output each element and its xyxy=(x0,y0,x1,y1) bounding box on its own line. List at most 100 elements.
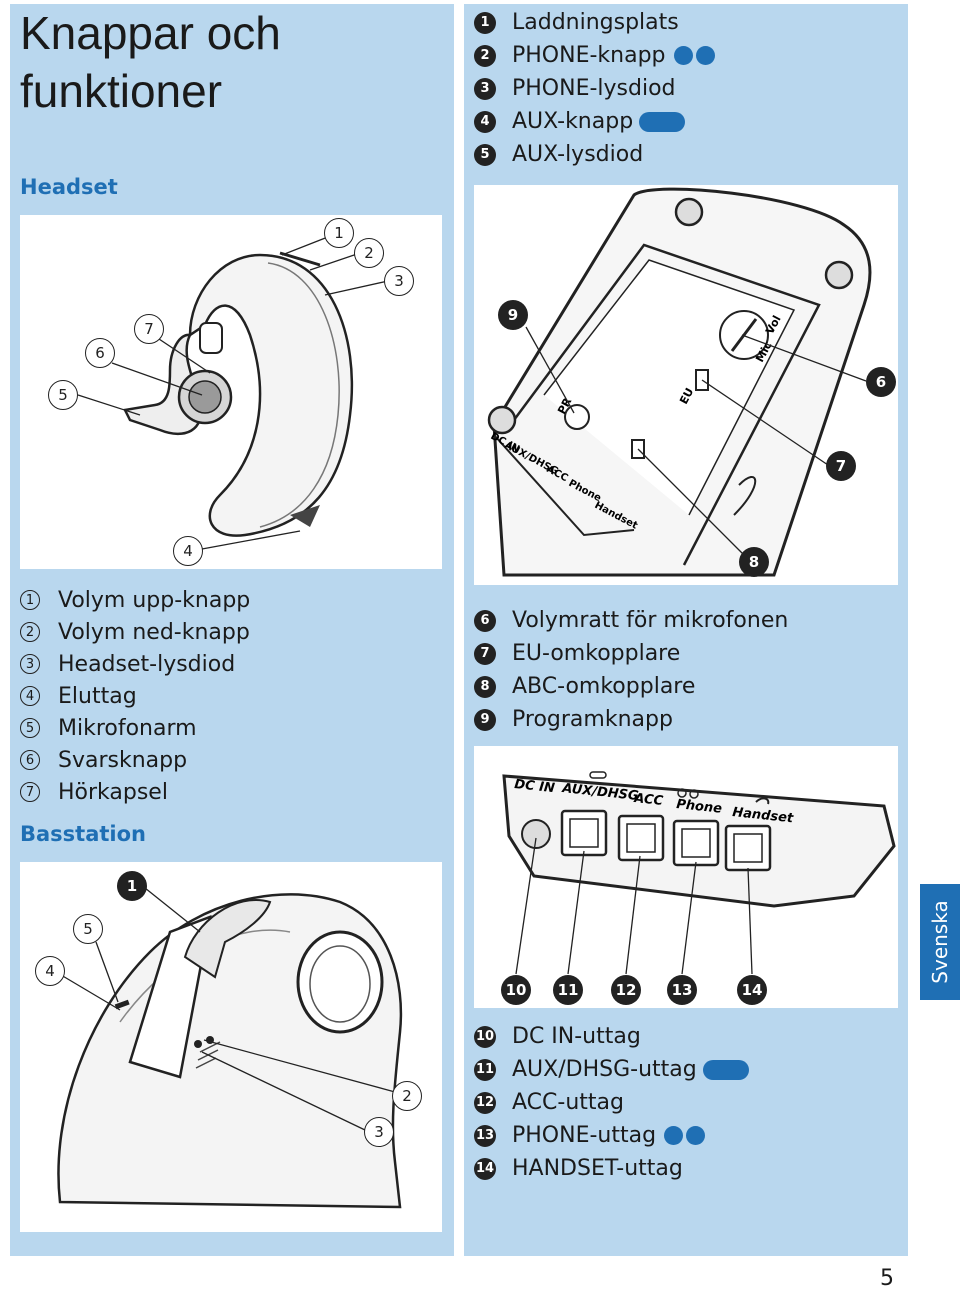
base-front-drawing xyxy=(55,883,403,1209)
item-number: 7 xyxy=(474,642,496,665)
headset-callout-7: 7 xyxy=(134,314,164,344)
base-front-callout-3: 3 xyxy=(364,1117,394,1147)
title-line-2: funktioner xyxy=(20,65,223,117)
item-label: PHONE-uttag xyxy=(512,1123,657,1148)
base-front-callout-5: 5 xyxy=(73,914,103,944)
phone-indicator-icon xyxy=(664,1126,684,1145)
item-label: AUX-knapp xyxy=(512,109,634,134)
bottom-callout-9: 9 xyxy=(498,300,528,330)
item-number: 8 xyxy=(474,675,496,698)
bottom-callout-8: 8 xyxy=(739,547,769,577)
headset-callout-3: 3 xyxy=(384,266,414,296)
item-label: Laddningsplats xyxy=(512,10,679,35)
jack-callout-10: 10 xyxy=(501,975,531,1005)
headset-drawing xyxy=(77,232,389,550)
list-item: 2 PHONE-knapp xyxy=(474,39,715,72)
list-item: 4 AUX-knapp xyxy=(474,105,715,138)
item-label: Headset-lysdiod xyxy=(58,651,236,677)
headset-callout-6: 6 xyxy=(85,338,115,368)
item-number: 11 xyxy=(474,1058,496,1081)
phone-indicator-icon xyxy=(695,46,715,65)
list-item: 5 Mikrofonarm xyxy=(20,712,250,744)
list-item: 2 Volym ned-knapp xyxy=(20,616,250,648)
item-label: PHONE-lysdiod xyxy=(512,76,676,101)
phone-indicator-icon xyxy=(673,46,693,65)
item-label: Programknapp xyxy=(512,707,673,732)
item-number: 4 xyxy=(20,686,40,706)
item-label: Mikrofonarm xyxy=(58,715,197,741)
item-label: Volym ned-knapp xyxy=(58,619,250,645)
base-bottom-illustration: DC IN AUX/DHSG ACC Phone Handset Mic Vol… xyxy=(474,185,898,585)
headset-illustration: 1 2 3 4 5 6 7 xyxy=(20,215,442,569)
item-label: ABC-omkopplare xyxy=(512,674,696,699)
item-label: PHONE-knapp xyxy=(512,43,666,68)
page-number: 5 xyxy=(880,1266,894,1291)
jack-label-phone: Phone xyxy=(676,797,723,817)
jack-callout-11: 11 xyxy=(553,975,583,1005)
headset-callout-4: 4 xyxy=(173,536,203,566)
headset-callout-5: 5 xyxy=(48,380,78,410)
jack-callout-13: 13 xyxy=(667,975,697,1005)
jack-label-handset: Handset xyxy=(732,805,795,826)
base-front-callout-2: 2 xyxy=(392,1081,422,1111)
item-number: 9 xyxy=(474,708,496,731)
bottom-callout-6: 6 xyxy=(866,367,896,397)
list-item: 14 HANDSET-uttag xyxy=(474,1152,749,1185)
item-number: 12 xyxy=(474,1091,496,1114)
item-number: 2 xyxy=(474,44,496,67)
item-number: 5 xyxy=(20,718,40,738)
base-front-illustration: 1 2 3 4 5 xyxy=(20,862,442,1232)
jack-callout-14: 14 xyxy=(737,975,767,1005)
base-front-callout-1: 1 xyxy=(117,871,147,901)
list-item: 4 Eluttag xyxy=(20,680,250,712)
item-label: AUX-lysdiod xyxy=(512,142,644,167)
base-bottom-list: 6 Volymratt för mikrofonen 7 EU-omkopplare… xyxy=(474,604,788,736)
list-item: 1 Laddningsplats xyxy=(474,6,715,39)
jack-label-dc-in: DC IN xyxy=(514,777,556,796)
headset-callout-1: 1 xyxy=(324,218,354,248)
item-label: Volym upp-knapp xyxy=(58,587,251,613)
item-number: 13 xyxy=(474,1124,496,1147)
jack-label-acc: ACC xyxy=(633,791,665,809)
item-number: 14 xyxy=(474,1157,496,1180)
item-number: 4 xyxy=(474,110,496,133)
item-label: Eluttag xyxy=(58,683,137,709)
item-label: DC IN-uttag xyxy=(512,1024,641,1049)
item-number: 6 xyxy=(474,609,496,632)
item-label: HANDSET-uttag xyxy=(512,1156,683,1181)
aux-indicator-icon xyxy=(702,1059,749,1080)
base-front-callout-4: 4 xyxy=(35,956,65,986)
item-label: ACC-uttag xyxy=(512,1090,624,1115)
list-item: 12 ACC-uttag xyxy=(474,1086,749,1119)
list-item: 7 EU-omkopplare xyxy=(474,637,788,670)
item-number: 1 xyxy=(474,11,496,34)
item-number: 6 xyxy=(20,750,40,770)
jack-panel-drawing: DC IN AUX/DHSG ACC Phone Handset xyxy=(502,771,896,975)
jack-callout-12: 12 xyxy=(611,975,641,1005)
phone-indicator-icon xyxy=(686,1126,706,1145)
item-label: Volymratt för mikrofonen xyxy=(512,608,789,633)
item-number: 5 xyxy=(474,143,496,166)
headset-heading: Headset xyxy=(20,175,118,199)
page-title: Knappar och funktioner xyxy=(20,4,281,120)
jack-panel-illustration: DC IN AUX/DHSG ACC Phone Handset 10 11 1… xyxy=(474,746,898,1008)
bottom-callout-7: 7 xyxy=(826,451,856,481)
item-number: 2 xyxy=(20,622,40,642)
list-item: 9 Programknapp xyxy=(474,703,788,736)
language-tab: Svenska xyxy=(920,884,960,1000)
item-label: EU-omkopplare xyxy=(512,641,681,666)
list-item: 6 Volymratt för mikrofonen xyxy=(474,604,788,637)
base-bottom-drawing: DC IN AUX/DHSG ACC Phone Handset Mic Vol… xyxy=(487,187,872,577)
list-item: 13 PHONE-uttag xyxy=(474,1119,749,1152)
item-number: 10 xyxy=(474,1025,496,1048)
item-number: 7 xyxy=(20,782,40,802)
title-line-1: Knappar och xyxy=(20,7,281,59)
